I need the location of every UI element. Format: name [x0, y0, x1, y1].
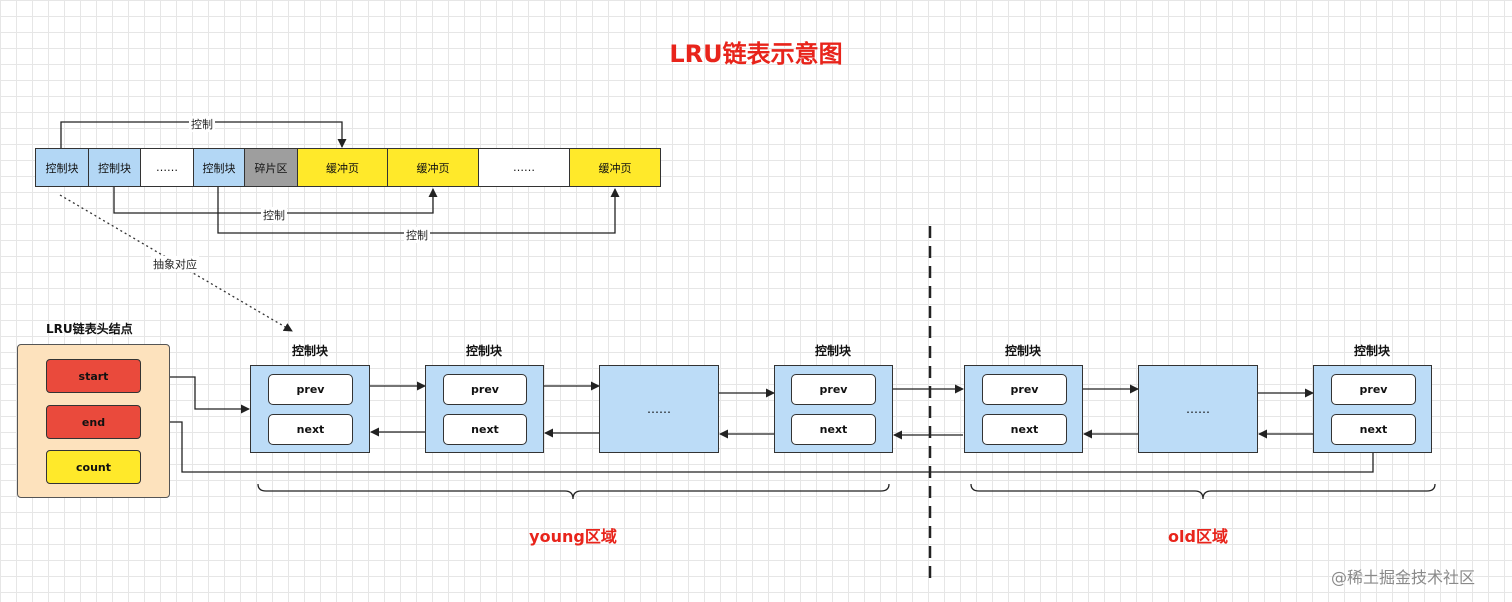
count-field: count	[46, 450, 141, 484]
node-label: 控制块	[291, 344, 328, 358]
ellipsis-cell: ……	[478, 148, 570, 187]
next-pointer: next	[268, 414, 353, 445]
prev-pointer: prev	[1331, 374, 1416, 405]
fragment-area-cell: 碎片区	[244, 148, 298, 187]
ellipsis-node: ……	[1138, 365, 1258, 453]
watermark: @稀土掘金技术社区	[1331, 568, 1476, 587]
mapping-label: 抽象对应	[151, 256, 199, 272]
start-field: start	[46, 359, 141, 393]
node-label: 控制块	[465, 344, 502, 358]
diagram-title: LRU链表示意图	[669, 40, 843, 68]
next-pointer: next	[443, 414, 527, 445]
buffer-page-cell: 缓冲页	[297, 148, 388, 187]
next-pointer: next	[982, 414, 1067, 445]
node-label: 控制块	[814, 344, 851, 358]
next-pointer: next	[1331, 414, 1416, 445]
old-region-label: old区域	[1168, 527, 1228, 546]
control-label-bottom: 控制	[404, 227, 430, 243]
prev-pointer: prev	[982, 374, 1067, 405]
prev-pointer: prev	[443, 374, 527, 405]
control-block-cell: 控制块	[35, 148, 89, 187]
prev-pointer: prev	[791, 374, 876, 405]
prev-pointer: prev	[268, 374, 353, 405]
head-node-title: LRU链表头结点	[46, 322, 133, 336]
control-block-cell: 控制块	[193, 148, 245, 187]
buffer-page-cell: 缓冲页	[569, 148, 661, 187]
node-label: 控制块	[1004, 344, 1041, 358]
ellipsis-node: ……	[599, 365, 719, 453]
end-field: end	[46, 405, 141, 439]
young-region-label: young区域	[529, 527, 617, 546]
next-pointer: next	[791, 414, 876, 445]
control-label-top: 控制	[189, 116, 215, 132]
ellipsis-cell: ……	[140, 148, 194, 187]
node-label: 控制块	[1353, 344, 1390, 358]
buffer-page-cell: 缓冲页	[387, 148, 479, 187]
control-block-cell: 控制块	[88, 148, 141, 187]
control-label-mid: 控制	[261, 207, 287, 223]
